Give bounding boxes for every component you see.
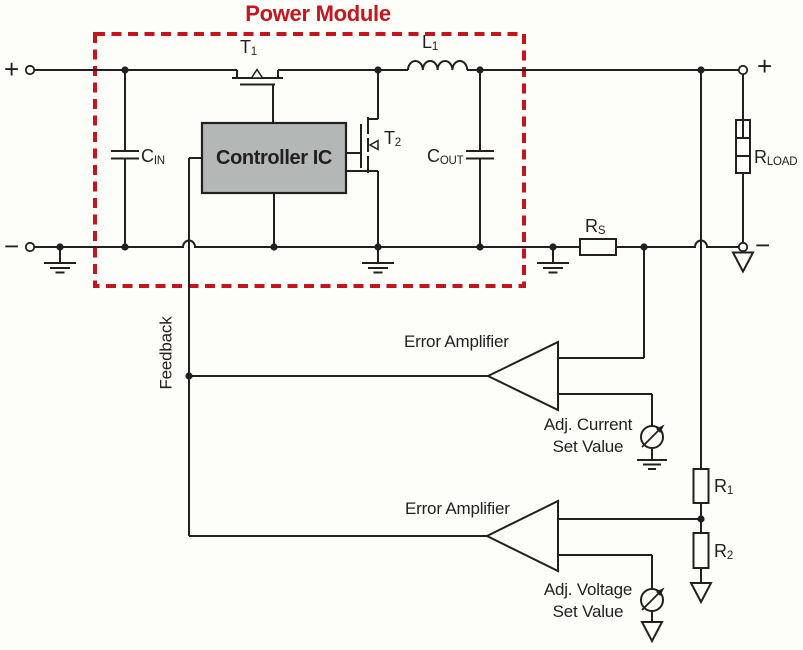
ground-icon-input — [44, 247, 76, 274]
cin-capacitor — [111, 70, 139, 247]
cout-capacitor — [466, 70, 494, 247]
adj-voltage-set-value-label: Adj. Voltage Set Value — [543, 580, 633, 621]
t2-label: T2 — [384, 128, 401, 149]
arrow-ground-icon-r2 — [689, 582, 713, 605]
error-amplifier-1-triangle — [485, 340, 559, 412]
adj-current-set-value-label: Adj. Current Set Value — [543, 415, 633, 456]
r2-resistor — [692, 532, 710, 569]
r1-resistor — [692, 468, 710, 504]
controller-ic-label: Controller IC — [216, 146, 332, 169]
t2-mosfet — [346, 70, 379, 247]
bottom-rail-wire — [34, 239, 739, 248]
error-amplifier-1 — [485, 340, 653, 426]
ground-icon-t2 — [362, 247, 394, 274]
pot1-arrowhead-icon — [656, 424, 665, 433]
feedback-label: Feedback — [156, 316, 176, 390]
error-amplifier-2-label: Error Amplifier — [405, 499, 510, 518]
power-module-title: Power Module — [245, 1, 391, 26]
ground-icon-rs — [537, 247, 569, 274]
terminal-output-plus — [737, 64, 749, 76]
t1-mosfet — [232, 68, 283, 123]
junction-dots — [56, 66, 705, 523]
cin-label: CIN — [141, 146, 165, 167]
error-amplifier-1-label: Error Amplifier — [404, 332, 509, 351]
arrow-ground-icon-output — [731, 251, 755, 274]
sense-wires — [558, 70, 702, 583]
l1-label: L1 — [422, 32, 439, 53]
terminal-input-plus — [24, 64, 36, 76]
output-minus-sign: − — [755, 230, 770, 260]
current-set-potentiometer — [637, 424, 667, 470]
error-amplifier-2 — [484, 499, 653, 589]
rload-resistor — [735, 74, 751, 243]
output-plus-sign: + — [757, 51, 772, 81]
feedback-wire — [188, 157, 488, 537]
cout-label: COUT — [427, 146, 464, 167]
t1-arrow-icon — [250, 68, 264, 79]
arrow-ground-icon-pot2 — [640, 621, 664, 644]
l1-inductor — [407, 60, 469, 71]
rs-label: RS — [585, 216, 606, 237]
rload-label: RLOAD — [754, 147, 798, 168]
controller-ic-box — [200, 121, 348, 195]
terminal-output-minus — [737, 241, 749, 253]
r2-label: R2 — [714, 541, 734, 562]
input-plus-sign: + — [4, 54, 19, 84]
pot2-arrowhead-icon — [656, 587, 665, 596]
voltage-set-potentiometer — [640, 587, 665, 644]
error-amplifier-2-triangle — [484, 499, 559, 573]
ground-icon-pot1 — [637, 448, 667, 470]
arrow-ground-symbols — [689, 251, 755, 605]
rs-resistor — [579, 238, 617, 256]
terminal-circles — [24, 64, 749, 253]
r1-label: R1 — [714, 476, 734, 497]
t2-arrow-icon — [368, 139, 379, 151]
terminal-input-minus — [24, 241, 36, 253]
t1-label: T1 — [240, 37, 257, 58]
power-module-border — [93, 32, 526, 288]
ground-symbols — [44, 247, 569, 274]
input-minus-sign: − — [4, 231, 19, 261]
